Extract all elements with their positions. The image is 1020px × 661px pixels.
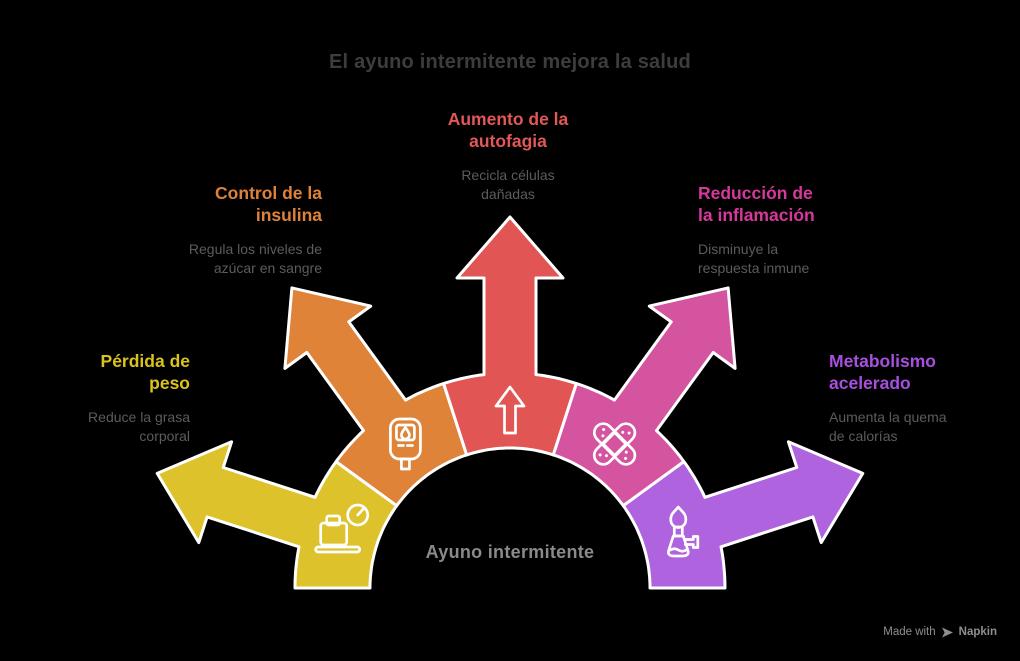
benefit-inflammation-reduction: Reducción de la inflamación Disminuye la…: [698, 182, 828, 278]
watermark-prefix: Made with: [883, 626, 936, 638]
napkin-logo-icon: [941, 627, 953, 637]
benefit-weight-loss: Pérdida de peso Reduce la grasa corporal: [80, 350, 190, 446]
benefit-description: Recicla células dañadas: [461, 167, 555, 202]
benefit-heading: Metabolismo acelerado: [829, 351, 936, 393]
benefit-description: Regula los niveles de azúcar en sangre: [188, 241, 322, 276]
benefit-autophagy: Aumento de la autofagia Recicla células …: [428, 108, 588, 204]
benefit-heading: Reducción de la inflamación: [698, 183, 815, 225]
benefit-description: Disminuye la respuesta inmune: [698, 241, 810, 276]
center-label: Ayuno intermitente: [425, 542, 595, 562]
benefit-heading: Aumento de la autofagia: [447, 109, 569, 151]
fan-segment-arrow-2: [442, 215, 578, 457]
watermark-brand: Napkin: [958, 626, 997, 638]
page-title: El ayuno intermitente mejora la salud: [329, 51, 691, 73]
benefit-heading: Control de la insulina: [215, 183, 322, 225]
benefit-heading: Pérdida de peso: [100, 351, 190, 393]
benefit-insulin-control: Control de la insulina Regula los nivele…: [172, 182, 322, 278]
watermark: Made with Napkin: [883, 624, 997, 640]
fan-segment-arrow-3: [551, 286, 737, 508]
fan-segment-arrow-1: [283, 286, 469, 508]
benefit-metabolism: Metabolismo acelerado Aumenta la quema d…: [829, 350, 955, 446]
benefit-description: Aumenta la quema de calorías: [829, 409, 947, 444]
benefit-description: Reduce la grasa corporal: [88, 409, 190, 444]
